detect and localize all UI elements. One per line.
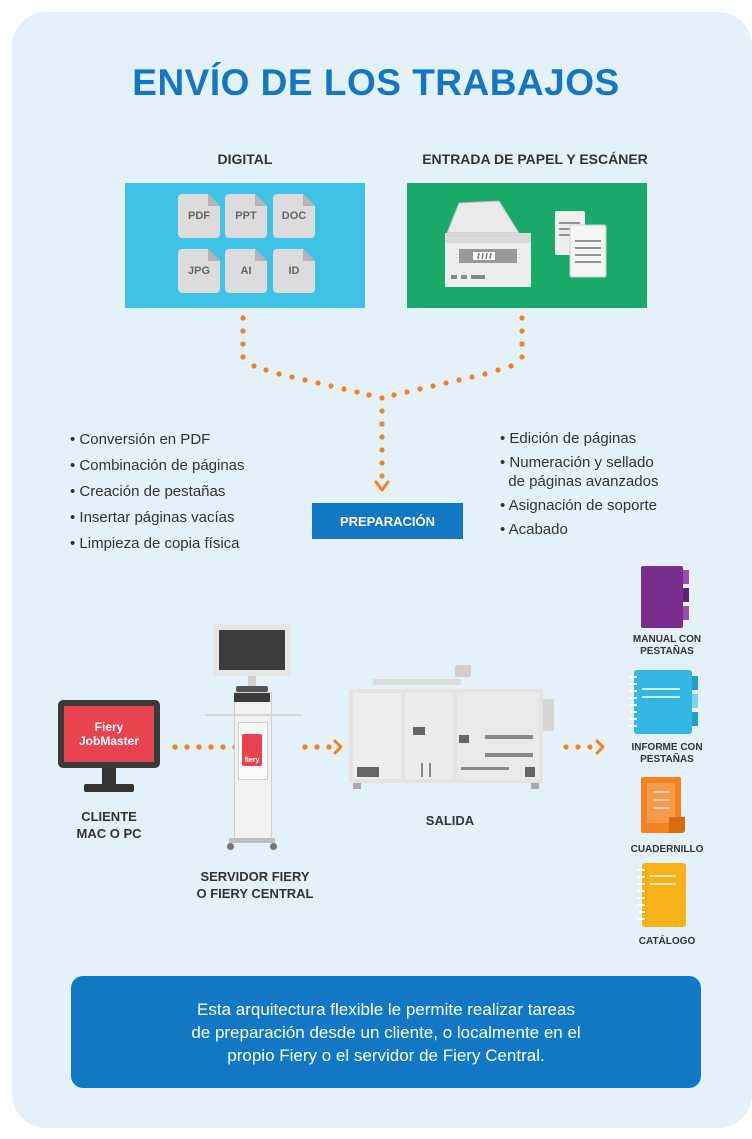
list-item: • Combinación de páginas [70, 457, 245, 474]
arrow-icon [333, 480, 605, 755]
list-item: • Insertar páginas vacías [70, 509, 235, 526]
server-label-line1: SERVIDOR FIERY [200, 869, 310, 884]
product-label-line1: INFORME CON [631, 742, 703, 753]
file-icon: PPT [225, 194, 267, 238]
note-line: de preparación desde un cliente, o local… [191, 1022, 581, 1042]
digital-panel: PDF PPT DOC JPG AI ID [125, 183, 365, 308]
product-label-line2: PESTAÑAS [640, 646, 694, 657]
list-item: • Numeración y sellado [500, 454, 654, 471]
client-label-line1: CLIENTE [81, 809, 137, 824]
notebook-icon [628, 670, 704, 738]
note-line: Esta arquitectura flexible le permite re… [197, 999, 575, 1019]
file-icon: AI [225, 249, 267, 293]
preparation-tasks-right: • Edición de páginas • Numeración y sell… [500, 427, 658, 542]
preparation-label: PREPARACIÓN [312, 503, 463, 539]
printer-icon [349, 665, 554, 795]
product-label-line2: PESTAÑAS [640, 754, 694, 765]
file-icon: JPG [178, 249, 220, 293]
list-item: • Creación de pestañas [70, 483, 226, 500]
monitor-screen-line1: Fiery [94, 720, 124, 734]
list-item: • Asignación de soporte [500, 497, 658, 514]
fiery-badge: fiery [242, 734, 262, 766]
note-line: propio Fiery o el servidor de Fiery Cent… [227, 1045, 545, 1065]
paper-stack-icon [555, 211, 607, 278]
output-label: SALIDA [425, 813, 475, 828]
server-label-line2: O FIERY CENTRAL [196, 886, 314, 901]
list-item: • Conversión en PDF [70, 431, 211, 448]
product-label-line1: CATÁLOGO [638, 936, 696, 947]
booklet-icon [641, 777, 691, 835]
product-label: MANUAL CON PESTAÑAS [617, 634, 717, 658]
client-label-line2: MAC O PC [76, 826, 142, 841]
product-label-line1: CUADERNILLO [630, 844, 704, 855]
catalog-icon [636, 863, 694, 929]
monitor-icon: Fiery JobMaster [58, 700, 160, 800]
list-item: de páginas avanzados [500, 473, 659, 490]
preparation-tasks-left: • Conversión en PDF • Combinación de pág… [70, 427, 245, 557]
monitor-screen-line2: JobMaster [78, 734, 140, 748]
product-label-line1: MANUAL CON [632, 634, 702, 645]
product-label: CUADERNILLO [617, 844, 717, 856]
product-label: INFORME CON PESTAÑAS [617, 742, 717, 766]
file-icon: ID [273, 249, 315, 293]
list-item: • Acabado [500, 521, 568, 538]
product-label: CATÁLOGO [617, 936, 717, 948]
paper-scanner-panel [407, 183, 647, 308]
info-note: Esta arquitectura flexible le permite re… [71, 976, 701, 1088]
file-icon: PDF [178, 194, 220, 238]
binder-icon [641, 566, 701, 630]
list-item: • Limpieza de copia física [70, 535, 240, 552]
client-label: CLIENTE MAC O PC [58, 808, 160, 842]
digital-label: DIGITAL [217, 151, 273, 167]
page-title: ENVÍO DE LOS TRABAJOS [132, 62, 620, 103]
server-label: SERVIDOR FIERY O FIERY CENTRAL [180, 868, 330, 902]
server-icon: fiery [205, 622, 301, 858]
scanner-icon [445, 200, 531, 287]
paper-scanner-label: ENTRADA DE PAPEL Y ESCÁNER [422, 151, 648, 167]
list-item: • Edición de páginas [500, 430, 637, 447]
